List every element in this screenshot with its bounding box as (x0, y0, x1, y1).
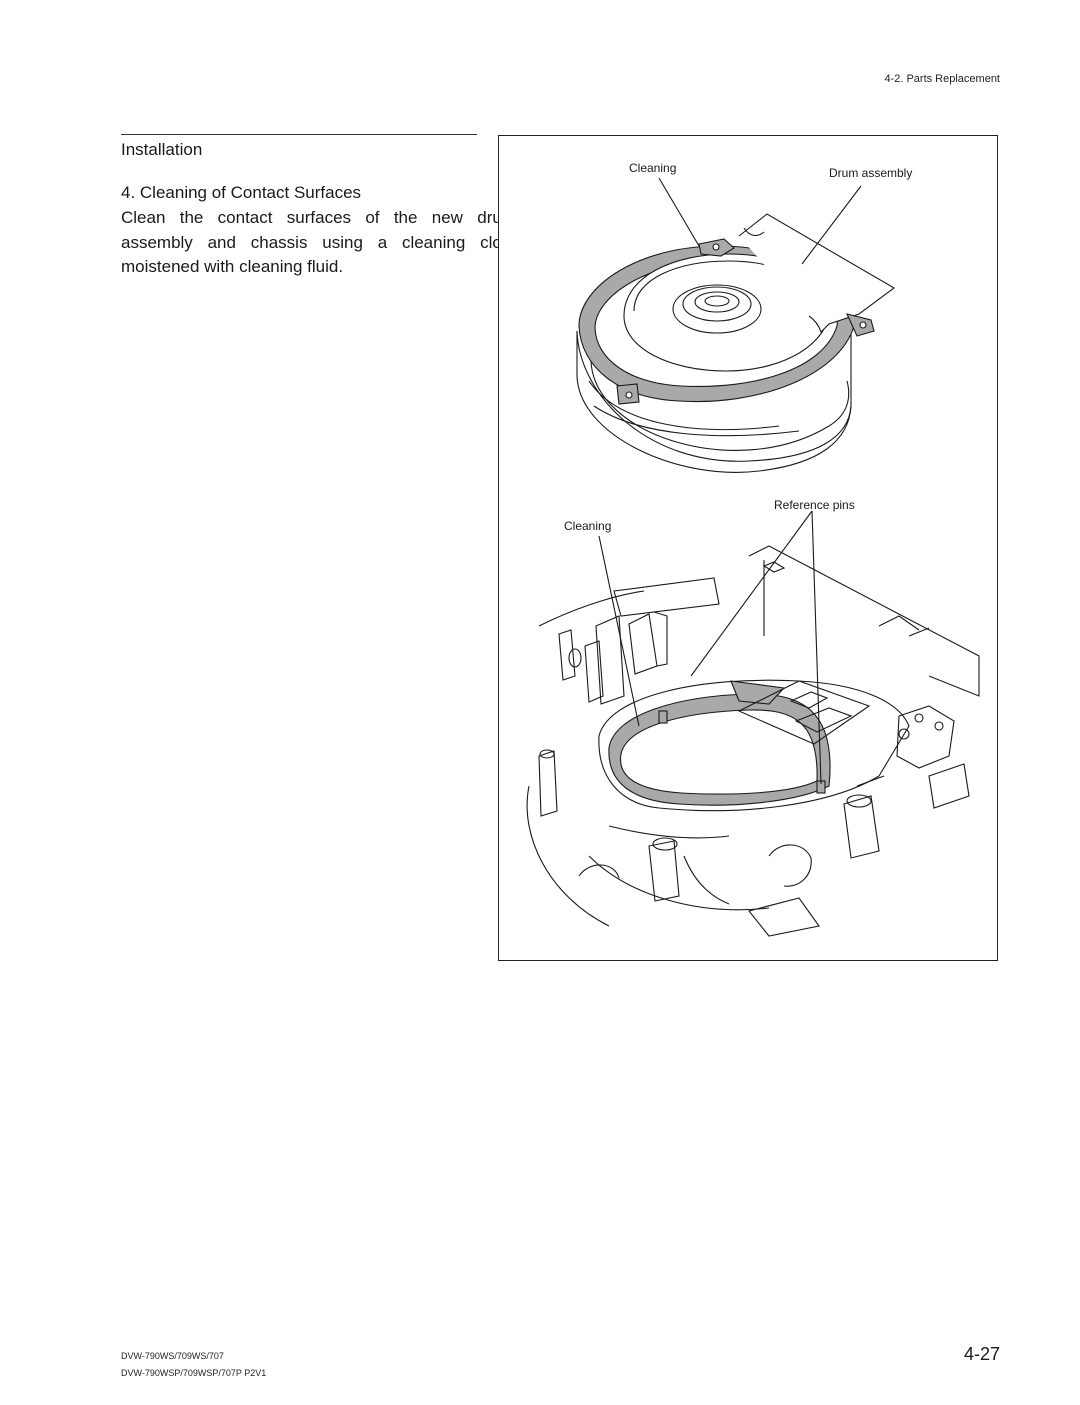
drum-installation-figure: Cleaning Drum assembly Reference pins Cl… (498, 135, 998, 961)
step-title: 4. Cleaning of Contact Surfaces (121, 183, 362, 202)
label-cleaning-bottom: Cleaning (564, 519, 612, 533)
footer-models: DVW-790WS/709WS/707 DVW-790WSP/709WSP/70… (121, 1348, 266, 1382)
section-rule (121, 134, 477, 135)
label-reference-pins: Reference pins (774, 498, 855, 512)
section-title: Installation (121, 140, 203, 159)
footer-models-line2: DVW-790WSP/709WSP/707P P2V1 (121, 1368, 267, 1378)
footer-models-line1: DVW-790WS/709WS/707 (121, 1351, 224, 1361)
label-drum-assembly: Drum assembly (829, 166, 913, 180)
label-cleaning-top: Cleaning (629, 161, 677, 175)
step-body: Clean the contact surfaces of the new dr… (121, 208, 516, 276)
drum-illustration (526, 177, 980, 937)
page-number: 4-27 (963, 1344, 1000, 1364)
running-header: 4-2. Parts Replacement (884, 73, 1000, 85)
